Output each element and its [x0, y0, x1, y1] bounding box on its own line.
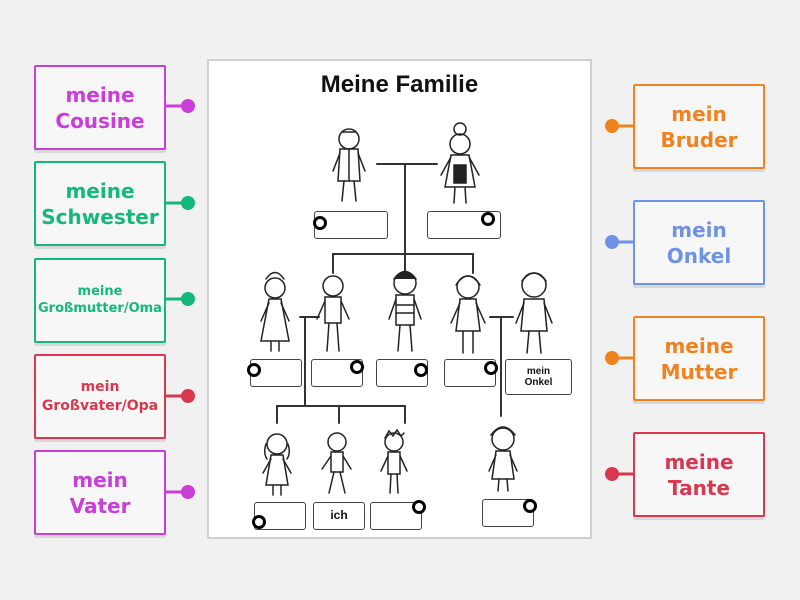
connector-grossmutter[interactable] — [166, 289, 198, 309]
drop-target-father[interactable] — [350, 360, 364, 374]
me-figure — [321, 432, 352, 494]
answer-card-bruder[interactable]: mein Bruder — [633, 84, 765, 169]
answer-card-mutter[interactable]: meine Mutter — [633, 316, 765, 401]
tree-lines — [276, 163, 514, 424]
family-tree-drawing — [260, 122, 553, 496]
answer-card-grossmutter[interactable]: meine Großmutter/Oma — [34, 258, 166, 343]
grandfather-figure — [332, 128, 366, 202]
drop-target-grandmother[interactable] — [481, 212, 495, 226]
connector-onkel[interactable] — [602, 232, 634, 252]
drop-target-cousin[interactable] — [523, 499, 537, 513]
answer-card-label: meine Großmutter/Oma — [38, 283, 162, 316]
answer-card-label: meine Mutter — [660, 333, 738, 384]
connector-bruder[interactable] — [602, 116, 634, 136]
drop-target-uncle[interactable] — [414, 363, 428, 377]
answer-card-onkel[interactable]: mein Onkel — [633, 200, 765, 285]
answer-card-label: mein Bruder — [660, 101, 738, 152]
answer-card-label: meine Tante — [664, 449, 734, 500]
grandmother-figure — [440, 122, 480, 204]
father-figure — [316, 275, 350, 352]
cousin-figure — [488, 426, 518, 492]
drop-target-grandfather[interactable] — [313, 216, 327, 230]
mother-figure — [450, 275, 486, 354]
answer-card-schwester[interactable]: meine Schwester — [34, 161, 166, 246]
answer-card-tante[interactable]: meine Tante — [633, 432, 765, 517]
slot-me: ich — [313, 502, 365, 530]
answer-card-label: meine Schwester — [41, 178, 159, 229]
answer-card-grossvater[interactable]: mein Großvater/Opa — [34, 354, 166, 439]
connector-grossvater[interactable] — [166, 386, 198, 406]
answer-card-vater[interactable]: mein Vater — [34, 450, 166, 535]
uncle-figure-2 — [515, 272, 553, 354]
answer-card-label: mein Großvater/Opa — [41, 379, 159, 414]
connector-schwester[interactable] — [166, 193, 198, 213]
worksheet-title: Meine Familie — [320, 71, 479, 98]
answer-card-cousine[interactable]: meine Cousine — [34, 65, 166, 150]
answer-card-label: mein Onkel — [666, 217, 732, 268]
aunt-figure — [260, 271, 290, 352]
connector-cousine[interactable] — [166, 96, 198, 116]
connector-mutter[interactable] — [602, 348, 634, 368]
brother-figure — [380, 428, 408, 494]
drop-target-aunt[interactable] — [247, 363, 261, 377]
drop-target-mother[interactable] — [484, 361, 498, 375]
sister-figure — [262, 433, 292, 496]
drop-target-brother[interactable] — [412, 500, 426, 514]
answer-card-label: meine Cousine — [55, 82, 145, 133]
family-tree-worksheet: Meine Familie — [207, 59, 592, 539]
drop-target-sister[interactable] — [252, 515, 266, 529]
answer-card-label: mein Vater — [69, 467, 131, 518]
slot-uncle-labeled: mein Onkel — [505, 359, 572, 395]
connector-vater[interactable] — [166, 482, 198, 502]
connector-tante[interactable] — [602, 464, 634, 484]
uncle-figure — [388, 270, 422, 352]
